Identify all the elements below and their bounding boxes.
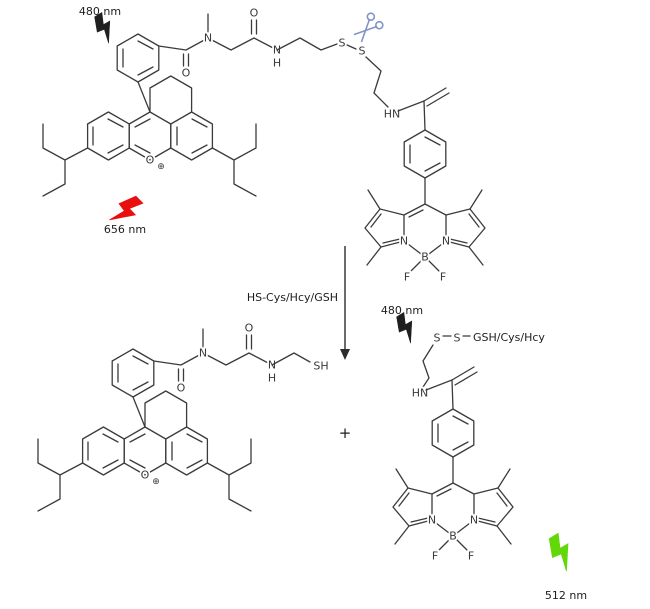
- excitation-bottom-label: 480 nm: [381, 304, 423, 317]
- thiol-adduct-label: GSH/Cys/Hcy: [473, 331, 545, 344]
- atom-label-s1-product: S: [434, 332, 441, 345]
- thiol-chain-bonds: [271, 352, 311, 366]
- atom-label-s1: S: [339, 37, 346, 50]
- excitation-top-label: 480 nm: [79, 5, 121, 18]
- emission-bottom-label: 512 nm: [545, 589, 587, 602]
- xanthylium-reactant: [41, 4, 283, 198]
- reaction-arrow: HS-Cys/Hcy/GSH: [245, 246, 350, 360]
- bodipy-reactant: [363, 86, 487, 286]
- emission-flash-green-icon: [541, 530, 582, 574]
- plus-sign: +: [339, 424, 352, 442]
- aminoethyl-chain-bonds: [422, 344, 434, 388]
- atom-label-s2-product: S: [454, 332, 461, 345]
- xanthylium-product: [36, 319, 278, 513]
- product-xanthylium-thiol: SH: [36, 319, 330, 513]
- bodipy-product: [391, 365, 515, 565]
- scissors-icon: [353, 12, 384, 43]
- atom-label-s2: S: [359, 45, 366, 58]
- atom-label-sh: SH: [313, 360, 328, 373]
- emission-top-label: 656 nm: [104, 223, 146, 236]
- reactant-probe: 480 nm S S 656 nm: [41, 4, 487, 286]
- disulfide-linker-bonds: [276, 37, 389, 108]
- arrow-head: [340, 349, 350, 360]
- product-bodipy: 480 nm S S GSH/Cys/Hcy 512 nm: [379, 303, 588, 604]
- reagent-label: HS-Cys/Hcy/GSH: [247, 291, 338, 304]
